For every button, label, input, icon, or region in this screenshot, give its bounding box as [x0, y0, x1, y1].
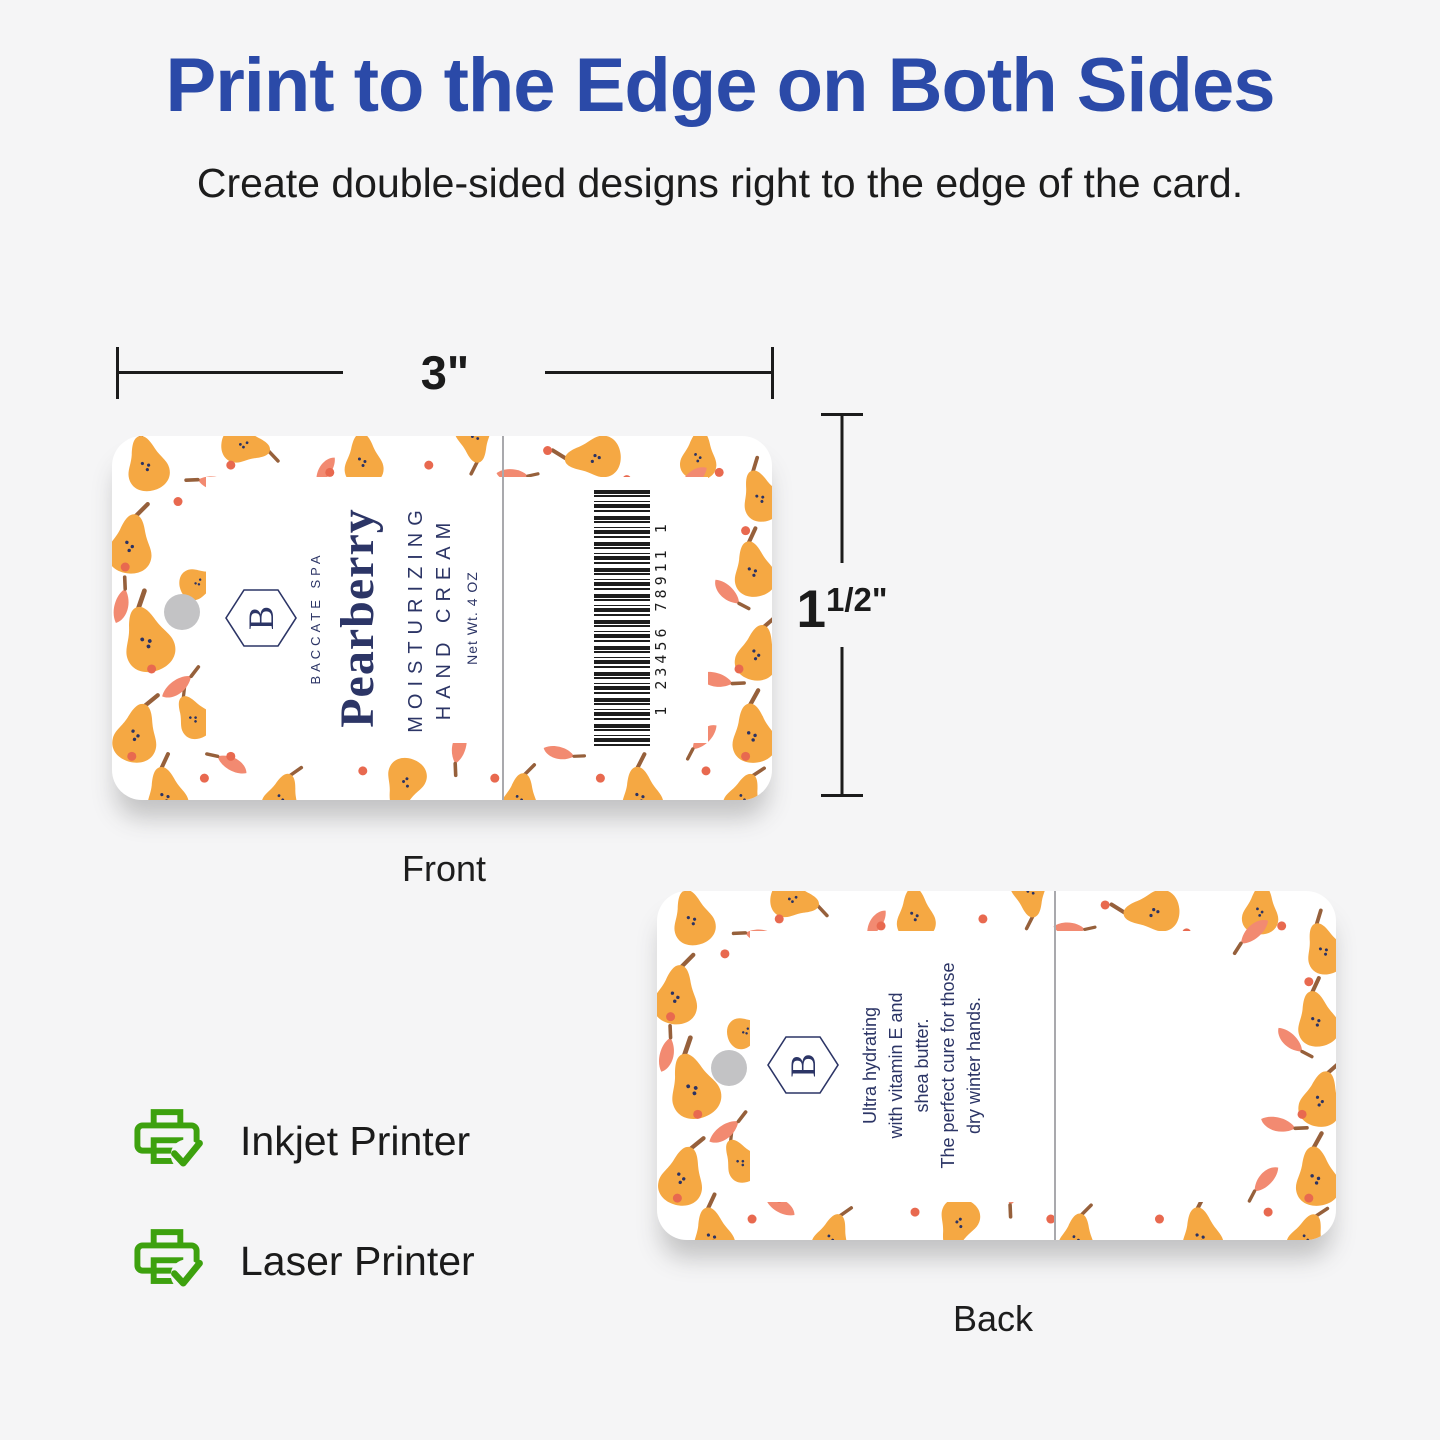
barcode-bars	[594, 490, 650, 746]
height-fraction: 1/2"	[825, 581, 888, 618]
brand-logo-hexagon: B	[224, 586, 298, 650]
product-name: Pearberry	[331, 508, 384, 728]
back-rotated-content: B Ultra hydrating with vitamin E and she…	[657, 891, 1336, 1240]
description-line: shea butter.	[912, 1018, 932, 1113]
page-title: Print to the Edge on Both Sides	[165, 43, 1276, 128]
description-line: The perfect cure for those	[938, 962, 958, 1169]
product-type-line1: MOISTURIZING	[405, 503, 427, 733]
width-dimension-line: 3"	[116, 346, 774, 399]
inkjet-printer-row: Inkjet Printer	[130, 1106, 470, 1176]
dimension-segment	[840, 416, 844, 563]
width-dimension-label: 3"	[420, 346, 470, 399]
dimension-tick	[821, 413, 863, 416]
back-caption: Back	[953, 1298, 1034, 1339]
height-whole: 1	[796, 580, 826, 639]
perforation-line	[1054, 891, 1056, 1240]
laser-printer-row: Laser Printer	[130, 1226, 475, 1296]
printer-check-icon	[134, 1229, 203, 1291]
inkjet-printer-label: Inkjet Printer	[240, 1117, 471, 1164]
dimension-tick	[116, 347, 119, 399]
description-line: Ultra hydrating	[860, 1006, 880, 1125]
hang-hole	[164, 594, 200, 630]
description-line: dry winter hands.	[964, 996, 984, 1135]
tag-front-card: B BACCATE SPA Pearberry MOISTURIZING HAN…	[112, 436, 772, 800]
brand-logo-letter: B	[241, 606, 281, 631]
height-dimension-line: 11/2"	[796, 413, 888, 797]
product-type: MOISTURIZING HAND CREAM	[402, 503, 458, 733]
hang-hole	[711, 1050, 747, 1086]
dimension-segment	[119, 371, 343, 374]
dimension-segment	[545, 371, 771, 374]
page-subtitle: Create double-sided designs right to the…	[196, 160, 1244, 206]
dimension-tick	[821, 794, 863, 797]
dimension-tick	[771, 347, 774, 399]
brand-name: BACCATE SPA	[308, 551, 323, 685]
brand-logo-letter: B	[783, 1053, 823, 1078]
product-description: Ultra hydrating with vitamin E and shea …	[857, 962, 987, 1168]
printer-check-icon	[134, 1109, 203, 1171]
laser-printer-label: Laser Printer	[240, 1237, 475, 1284]
net-weight: Net Wt. 4 OZ	[464, 571, 480, 665]
height-dimension-label: 11/2"	[796, 579, 887, 640]
tag-back-card: B Ultra hydrating with vitamin E and she…	[657, 891, 1336, 1240]
perforation-line	[502, 436, 504, 800]
front-rotated-content: B BACCATE SPA Pearberry MOISTURIZING HAN…	[112, 436, 772, 800]
front-caption: Front	[402, 848, 487, 889]
barcode-digits: 1 23456 78911 1	[652, 520, 670, 716]
description-line: with vitamin E and	[886, 992, 906, 1139]
dimension-segment	[840, 647, 844, 794]
brand-logo-hexagon: B	[766, 1034, 840, 1098]
barcode: 1 23456 78911 1	[594, 490, 670, 746]
product-type-line2: HAND CREAM	[433, 515, 455, 721]
